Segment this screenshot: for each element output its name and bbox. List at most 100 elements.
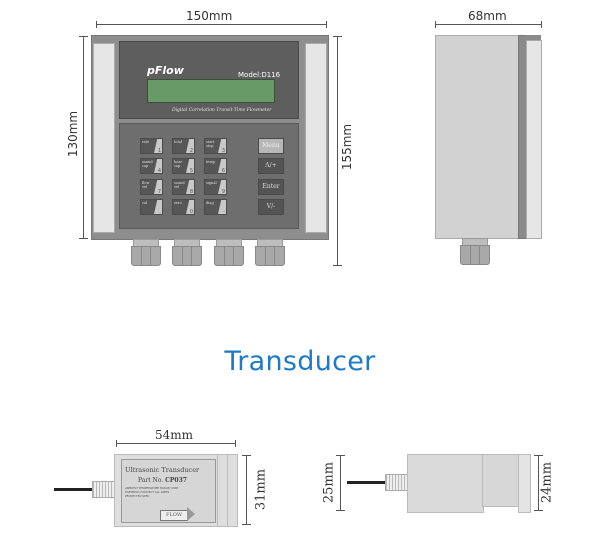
fine-print: EARTHING CONNECT ALL PARTS <box>125 491 170 494</box>
dimension-tick <box>534 510 543 511</box>
dimension-tick <box>79 36 88 37</box>
label-title: Ultrasonic Transducer <box>125 466 200 474</box>
transducer-width-label: 54mm <box>155 428 194 442</box>
body-segment-line <box>227 455 228 526</box>
dimension-tick <box>435 21 436 28</box>
total-height-dimension-line <box>337 36 338 266</box>
width-dimension-line <box>116 443 236 444</box>
model-label: Model:D116 <box>238 71 281 79</box>
left-rail <box>93 43 115 233</box>
section-title: Transducer <box>224 346 376 377</box>
dimension-tick <box>116 440 117 447</box>
total-height-label: 155mm <box>340 123 354 171</box>
key-number: - <box>218 200 226 214</box>
key-label: cal <box>142 201 148 205</box>
key-label: flow vel <box>142 181 150 189</box>
key-label: total <box>174 140 183 144</box>
transducer-label-plate: Ultrasonic Transducer Part No. CP037 AMB… <box>121 459 216 523</box>
key-label: sound cap <box>142 160 153 168</box>
dimension-tick <box>242 524 251 525</box>
transducer-2-body <box>407 454 484 513</box>
dimension-tick <box>541 21 542 28</box>
cable-gland <box>255 239 285 266</box>
key-number: 1 <box>154 139 162 153</box>
up-plus-key[interactable]: Λ/+ <box>258 158 284 174</box>
cable-strain-relief <box>92 481 116 498</box>
dimension-tick <box>333 36 342 37</box>
transducer-1-body: Ultrasonic Transducer Part No. CP037 AMB… <box>114 454 238 527</box>
key-number: . <box>154 200 162 214</box>
key-number: 4 <box>154 159 162 173</box>
keypad-key[interactable]: . cal <box>140 199 163 215</box>
key-number: 9 <box>218 180 226 194</box>
device-subtitle: Digital Correlation Transit-Time Flowmet… <box>172 108 272 113</box>
key-number: 5 <box>186 159 194 173</box>
key-number: 3 <box>218 139 226 153</box>
height-dimension-line <box>246 455 247 525</box>
key-number: 8 <box>186 180 194 194</box>
side-strip-top <box>526 35 541 40</box>
key-number: 6 <box>218 159 226 173</box>
dimension-tick <box>534 455 543 456</box>
dimension-tick <box>96 21 97 28</box>
key-label: start stop <box>206 140 215 148</box>
width-dimension-line <box>96 24 327 25</box>
down-minus-key[interactable]: V/- <box>258 199 284 215</box>
key-label: hear cap <box>174 160 183 168</box>
keypad-key[interactable]: 1 rate <box>140 138 163 154</box>
cable-gland <box>214 239 244 266</box>
cable-gland <box>172 239 202 266</box>
dimension-tick <box>336 510 345 511</box>
right-height-label: 24mm <box>539 461 555 504</box>
keypad-key[interactable]: -diag <box>204 199 227 215</box>
dimension-tick <box>79 238 88 239</box>
left-height-dimension-line <box>340 455 341 511</box>
key-label: sound vel <box>174 181 185 189</box>
dimension-tick <box>333 265 342 266</box>
flowmeter-housing: pFlow Model:D116 Digital Correlation Tra… <box>91 35 329 240</box>
dimension-tick <box>235 440 236 447</box>
cable-gland <box>131 239 161 266</box>
enter-key[interactable]: Enter <box>258 179 284 195</box>
flow-arrow-icon <box>187 507 195 521</box>
dimension-tick <box>242 455 251 456</box>
key-label: rate <box>142 140 150 144</box>
transducer-cable <box>347 481 385 484</box>
flow-direction-label: FLOW <box>160 510 188 521</box>
key-number: 0 <box>186 200 194 214</box>
height-dimension-line <box>83 36 84 239</box>
display-panel: pFlow Model:D116 Digital Correlation Tra… <box>119 41 299 119</box>
part-number: CP037 <box>165 477 187 484</box>
left-height-label: 25mm <box>321 461 337 504</box>
key-number: 7 <box>154 180 162 194</box>
key-label: signal <box>206 181 217 185</box>
dimension-tick <box>326 21 327 28</box>
key-number: 2 <box>186 139 194 153</box>
cable-gland <box>460 238 490 265</box>
right-rail <box>305 43 327 233</box>
side-body <box>435 35 520 239</box>
height-label: 130mm <box>66 110 80 158</box>
brand-logo: pFlow <box>147 64 184 77</box>
menu-key[interactable]: Menu <box>258 138 284 154</box>
fine-print: AMBIENT TEMPERATURE RANGE LIMIT <box>125 487 179 490</box>
cable-strain-relief <box>385 474 409 491</box>
body-segment-line <box>217 455 218 526</box>
keypad-key[interactable]: 7 flow vel <box>140 179 163 195</box>
transducer-height-label: 31mm <box>253 468 269 511</box>
depth-label: 68mm <box>468 9 507 23</box>
width-label: 150mm <box>186 9 233 23</box>
fine-print: PROTECTED SPEC <box>125 495 150 498</box>
transducer-2-end-cap <box>518 454 531 513</box>
side-rail <box>526 40 542 239</box>
key-label: temp <box>206 160 216 164</box>
